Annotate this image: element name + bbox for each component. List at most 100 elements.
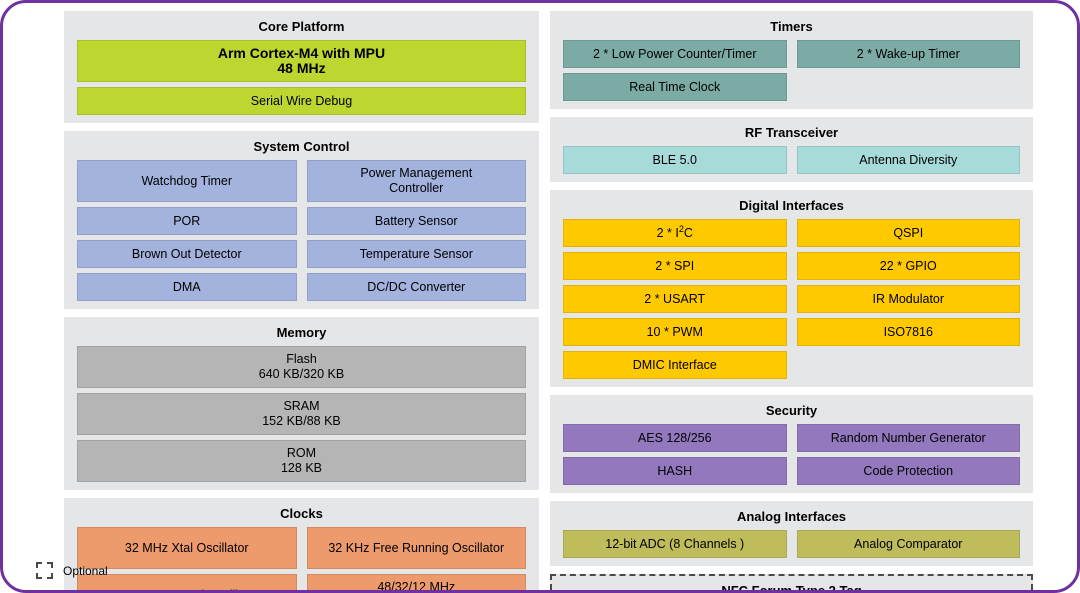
block-dc-dc-converter[interactable]: DC/DC Converter [306,273,526,301]
block-row: 2 * SPI 22 * GPIO [563,252,1020,280]
right-column: Timers 2 * Low Power Counter/Timer 2 * Wak… [550,11,1033,593]
block-label: Random Number Generator [830,430,986,445]
group-title-security: Security [765,403,818,418]
block-label: Power Management [360,166,473,180]
block-label: DMIC Interface [632,357,717,372]
block-label: 22 * GPIO [879,258,937,273]
block-row: 2 * I2C QSPI [563,219,1020,247]
block-label: Code Protection [863,463,954,478]
block-label: Analog Comparator [854,536,963,551]
block-row: HASH Code Protection [563,457,1020,485]
block-32-khz-free-running-oscillator[interactable]: 32 KHz Free Running Oscillator [306,527,526,569]
block-12-bit-adc-8-channels[interactable]: 12-bit ADC (8 Channels ) [563,530,787,558]
block-qspi[interactable]: QSPI [796,219,1020,247]
block-ir-modulator[interactable]: IR Modulator [796,285,1020,313]
block-label: 2 * USART [644,291,706,306]
block-label: 32 MHz Xtal Oscillator [124,540,249,555]
legend-label: Optional [63,563,108,578]
block-label: Battery Sensor [374,213,458,228]
block-row: 2 * Low Power Counter/Timer 2 * Wake-up T… [563,40,1020,68]
block-label: 2 * SPI [655,258,695,273]
block-antenna-diversity[interactable]: Antenna Diversity [796,146,1020,174]
block-2-wake-up-timer[interactable]: 2 * Wake-up Timer [796,40,1020,68]
block-label: Arm Cortex-M4 with MPU [217,45,386,61]
block-32-mhz-xtal-oscillator[interactable]: 32 MHz Xtal Oscillator [77,527,297,569]
block-dma[interactable]: DMA [77,273,297,301]
block-32-768-khz-xtal-oscillator[interactable]: 32.768 KHz Xtal Oscillator [77,574,297,591]
block-label: ISO7816 [883,324,933,339]
block-label: 12-bit ADC (8 Channels ) [605,536,745,551]
block-row: AES 128/256 Random Number Generator [563,424,1020,452]
block-row: POR Battery Sensor [77,207,526,235]
block-48-32-12-mhz[interactable]: 48/32/12 MHzFree Running Oscillator [306,574,526,590]
block-label: Flash [286,352,317,366]
block-label: Watchdog Timer [141,173,233,188]
group-analog-interfaces: Analog Interfaces 12-bit ADC (8 Channels … [550,501,1033,566]
group-title-rf-transceiver: RF Transceiver [744,125,839,140]
block-label: SRAM [283,399,320,413]
block-watchdog-timer[interactable]: Watchdog Timer [77,160,297,202]
block-2-low-power-counter-timer[interactable]: 2 * Low Power Counter/Timer [563,40,787,68]
dashed-square-icon [36,562,53,579]
block-row: Serial Wire Debug [77,87,526,115]
block-por[interactable]: POR [77,207,297,235]
block-row: 32.768 KHz Xtal Oscillator 48/32/12 MHzFr… [77,574,526,591]
block-label: 32.768 KHz Xtal Oscillator [114,588,260,591]
group-title-digital-interfaces: Digital Interfaces [739,198,844,213]
block-label: DC/DC Converter [367,279,466,294]
block-row: 2 * USART IR Modulator [563,285,1020,313]
block-aes-128-256[interactable]: AES 128/256 [563,424,787,452]
group-title-memory: Memory [276,325,327,340]
block-label: Real Time Clock [629,79,721,94]
block-serial-wire-debug[interactable]: Serial Wire Debug [77,87,526,115]
block-2-i[interactable]: 2 * I2C [563,219,787,247]
block-22-gpio[interactable]: 22 * GPIO [796,252,1020,280]
block-code-protection[interactable]: Code Protection [796,457,1020,485]
block-sublabel: 640 KB/320 KB [258,367,345,381]
block-2-spi[interactable]: 2 * SPI [563,252,787,280]
group-title-analog-interfaces: Analog Interfaces [736,509,847,524]
block-label: AES 128/256 [637,430,712,445]
block-label: 2 * Low Power Counter/Timer [593,46,757,61]
block-iso7816[interactable]: ISO7816 [796,318,1020,346]
block-row: Brown Out Detector Temperature Sensor [77,240,526,268]
block-ble-5-0[interactable]: BLE 5.0 [563,146,787,174]
block-2-usart[interactable]: 2 * USART [563,285,787,313]
block-label: BLE 5.0 [652,152,697,167]
block-random-number-generator[interactable]: Random Number Generator [796,424,1020,452]
group-digital-interfaces: Digital Interfaces 2 * I2C QSPI 2 * SPI 22 *… [550,190,1033,387]
block-row: DMIC Interface [563,351,1020,379]
group-title-nfc-forum-type-2-tag: NFC Forum Type 2 Tag [721,583,862,593]
block-dmic-interface[interactable]: DMIC Interface [563,351,787,379]
block-row: 10 * PWM ISO7816 [563,318,1020,346]
group-title-timers: Timers [770,19,813,34]
block-row: Real Time Clock [563,73,1020,101]
block-real-time-clock[interactable]: Real Time Clock [563,73,787,101]
block-brown-out-detector[interactable]: Brown Out Detector [77,240,297,268]
legend: Optional [36,562,108,579]
block-10-pwm[interactable]: 10 * PWM [563,318,787,346]
block-analog-comparator[interactable]: Analog Comparator [796,530,1020,558]
block-label: DMA [172,279,201,294]
block-label: QSPI [893,225,924,240]
block-sublabel: 128 KB [280,461,322,475]
block-hash[interactable]: HASH [563,457,787,485]
block-row: BLE 5.0 Antenna Diversity [563,146,1020,174]
block-battery-sensor[interactable]: Battery Sensor [306,207,526,235]
block-temperature-sensor[interactable]: Temperature Sensor [306,240,526,268]
block-row: DMA DC/DC Converter [77,273,526,301]
